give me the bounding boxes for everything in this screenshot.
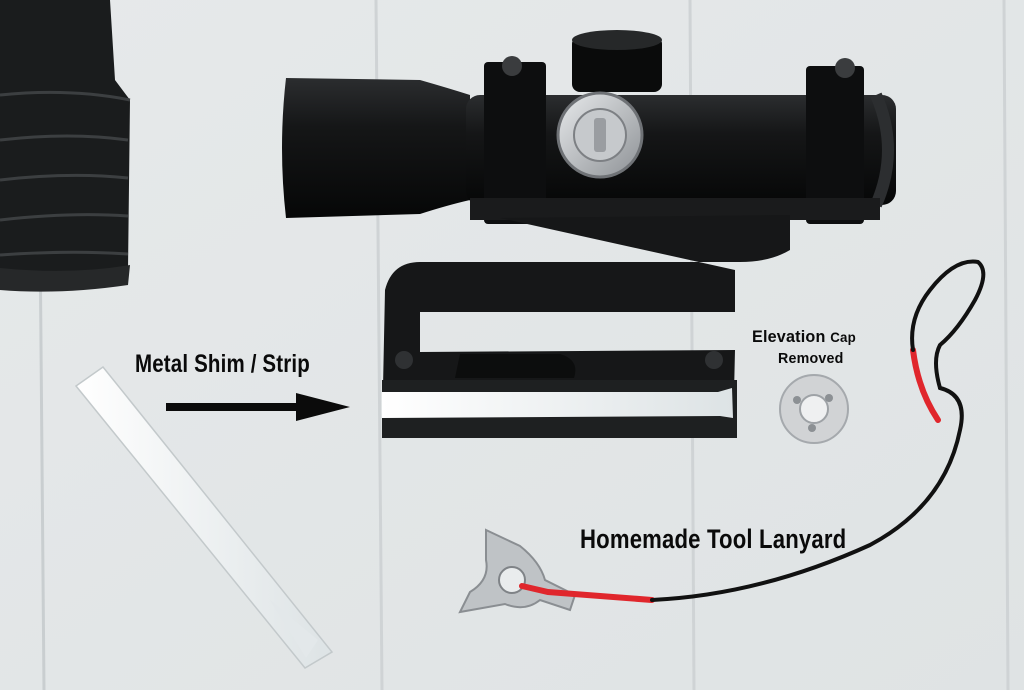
elevation-cap	[779, 374, 849, 444]
scope	[282, 30, 896, 224]
elevation-word: Elevation	[752, 327, 826, 346]
elevation-cap-label: Elevation Cap	[752, 327, 856, 347]
removed-label: Removed	[778, 350, 844, 367]
arrow	[166, 393, 350, 421]
lanyard	[519, 259, 986, 603]
cap-word: Cap	[830, 329, 856, 345]
rubber-eyecup	[0, 0, 131, 292]
shim-label: Metal Shim / Strip	[135, 350, 310, 378]
metal-shim	[74, 365, 334, 669]
scope-mount	[382, 215, 790, 438]
tool-lanyard-label: Homemade Tool Lanyard	[580, 524, 847, 554]
